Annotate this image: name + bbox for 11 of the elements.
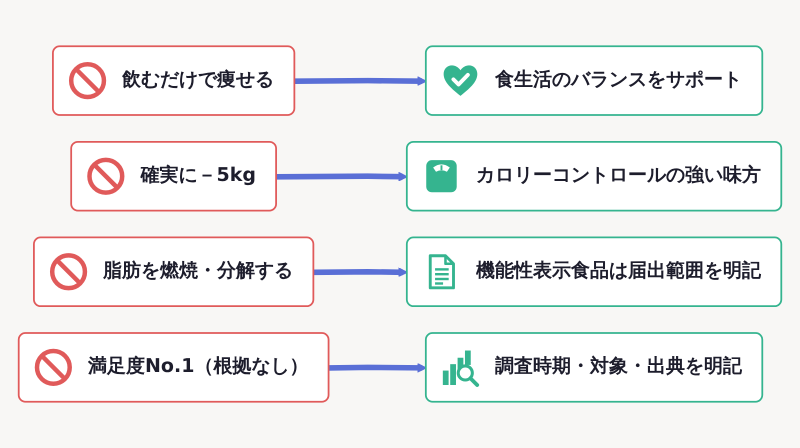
node-box: 調査時期・対象・出典を明記 bbox=[424, 332, 764, 403]
node-box: 飲むだけで痩せる bbox=[52, 45, 296, 116]
node-box: 満足度No.1（根拠なし） bbox=[18, 332, 330, 403]
arrow bbox=[294, 76, 427, 86]
node-box: カロリーコントロールの強い味方 bbox=[406, 140, 782, 212]
arrow bbox=[329, 362, 427, 373]
node-box: 食生活のバランスをサポート bbox=[424, 45, 764, 116]
node-box: 脂肪を燃焼・分解する bbox=[33, 236, 314, 308]
arrow bbox=[314, 267, 408, 278]
arrow bbox=[276, 172, 408, 182]
node-box: 機能性表示食品は届出範囲を明記 bbox=[406, 236, 782, 308]
